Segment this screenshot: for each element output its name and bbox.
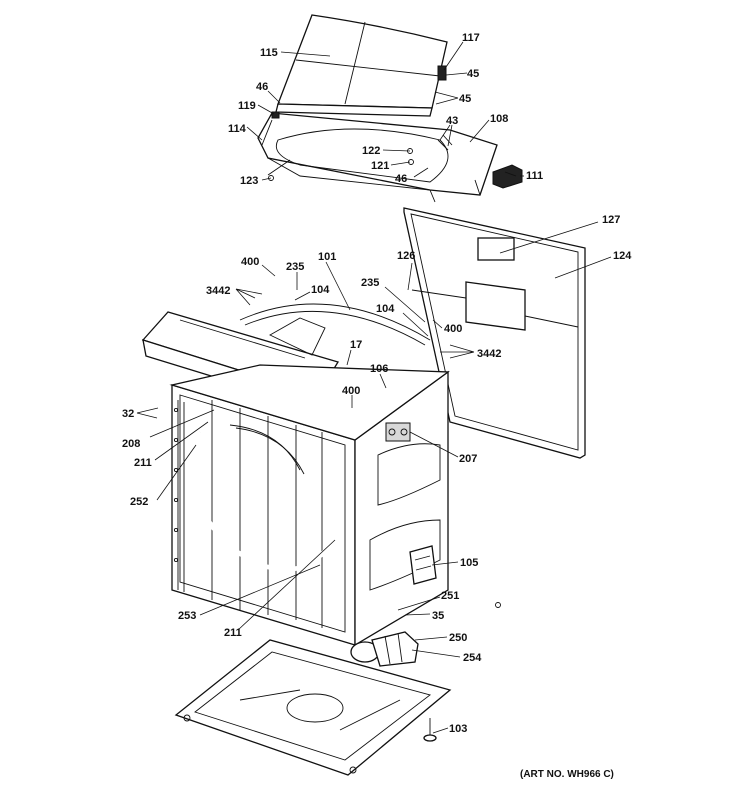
callout-208: 208	[122, 438, 141, 450]
callout-123: 123	[240, 175, 259, 187]
callout-121: 121	[371, 160, 390, 172]
lid-assembly	[257, 14, 498, 203]
callout-104: 104	[376, 303, 395, 315]
callout-235: 235	[361, 277, 380, 289]
callout-122: 122	[362, 145, 381, 157]
callout-46: 46	[395, 173, 408, 185]
callout-400: 400	[342, 385, 361, 397]
leader-lines	[136, 41, 612, 734]
callout-115: 115	[260, 47, 278, 59]
callout-211: 211	[224, 627, 242, 639]
callout-252: 252	[130, 496, 149, 508]
callout-17: 17	[350, 339, 363, 351]
callout-111: 111	[526, 170, 544, 182]
base	[174, 639, 452, 776]
callout-119: 119	[238, 100, 256, 112]
leveling-leg	[423, 718, 437, 742]
callout-3442: 3442	[206, 285, 231, 297]
pump-assembly	[350, 631, 419, 667]
callout-207: 207	[459, 453, 478, 465]
callout-114: 114	[228, 123, 246, 135]
callout-108: 108	[490, 113, 509, 125]
callout-235: 235	[286, 261, 305, 273]
callout-45: 45	[459, 93, 472, 105]
hoses	[193, 424, 333, 572]
callout-124: 124	[613, 250, 632, 262]
callout-104: 104	[311, 284, 330, 296]
callout-3442: 3442	[477, 348, 502, 360]
callout-45: 45	[467, 68, 480, 80]
callout-211: 211	[134, 457, 152, 469]
callout-127: 127	[602, 214, 621, 226]
cabinet	[169, 364, 450, 647]
callout-101: 101	[318, 251, 337, 263]
callout-400: 400	[444, 323, 463, 335]
callout-106: 106	[370, 363, 389, 375]
callout-103: 103	[449, 723, 468, 735]
callout-105: 105	[460, 557, 479, 569]
pressure-switch	[409, 545, 437, 585]
callout-46: 46	[256, 81, 269, 93]
callout-253: 253	[178, 610, 197, 622]
callout-117: 117	[462, 32, 480, 44]
callout-254: 254	[463, 652, 482, 664]
callout-400: 400	[241, 256, 260, 268]
back-panel	[403, 207, 586, 459]
callout-126: 126	[397, 250, 416, 262]
callout-251: 251	[441, 590, 460, 602]
callout-35: 35	[432, 610, 445, 622]
water-valve	[385, 422, 411, 442]
callout-32: 32	[122, 408, 135, 420]
lid-switch	[492, 164, 523, 189]
art-number: (ART NO. WH966 C)	[520, 769, 614, 780]
callout-43: 43	[446, 115, 459, 127]
callout-250: 250	[449, 632, 468, 644]
